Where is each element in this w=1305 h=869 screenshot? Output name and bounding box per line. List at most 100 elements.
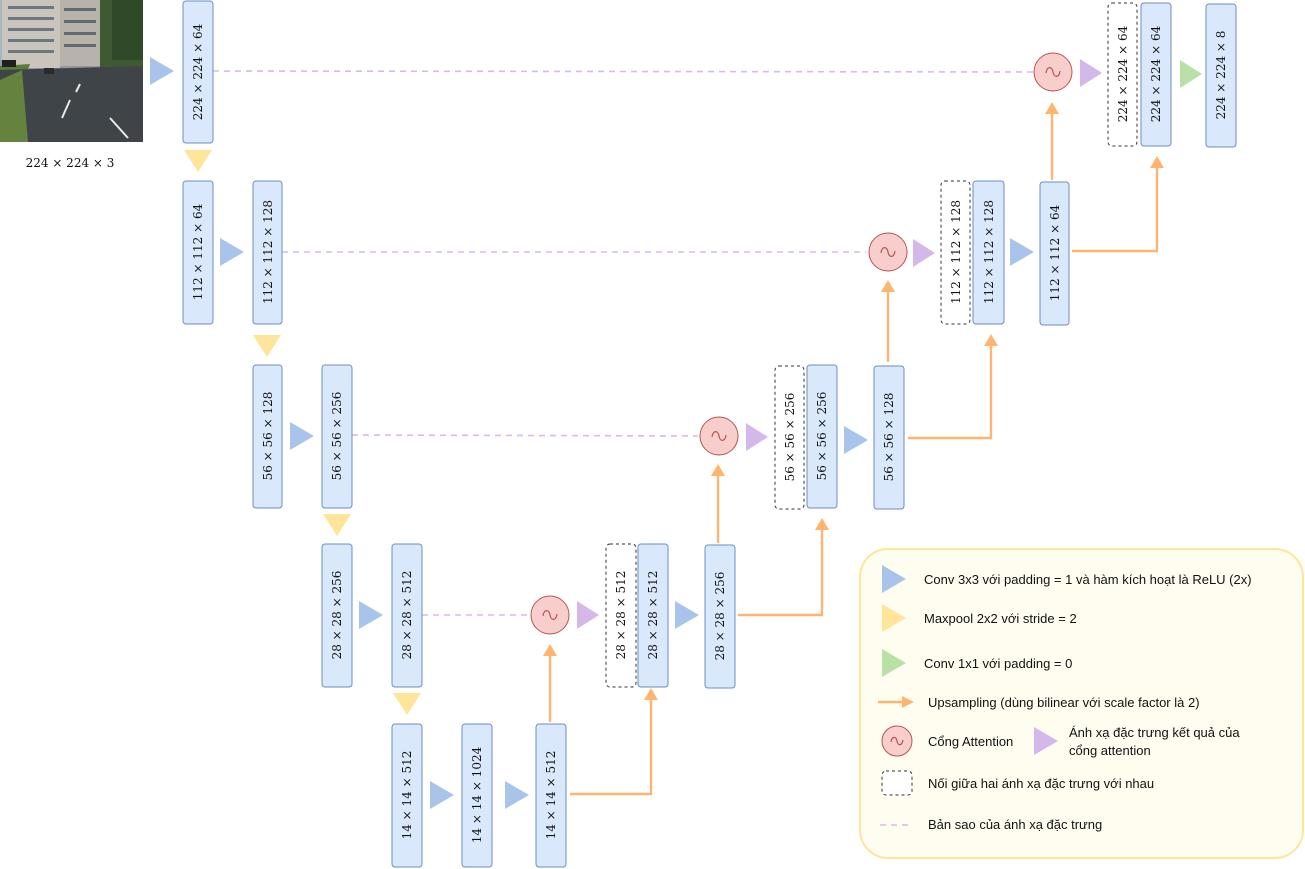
input-size-label: 224 × 224 × 3 bbox=[26, 156, 115, 170]
block-bot1 bbox=[391, 723, 423, 868]
copy-lines bbox=[212, 70, 1034, 616]
block-dec2-out bbox=[1039, 181, 1070, 326]
block-enc3a bbox=[252, 364, 283, 509]
attention-gates bbox=[530, 52, 1102, 635]
attention-gate-level2 bbox=[868, 232, 935, 272]
legend-box bbox=[859, 548, 1304, 859]
block-enc3b-label: 56 × 56 × 256 bbox=[330, 392, 344, 481]
block-enc1 bbox=[182, 0, 214, 144]
block-dec3-copy bbox=[774, 365, 805, 510]
block-enc4a bbox=[321, 543, 353, 688]
block-enc1-label: 224 × 224 × 64 bbox=[191, 23, 205, 120]
conv3x3-arrow bbox=[844, 426, 868, 454]
block-dec2-up bbox=[972, 180, 1005, 325]
block-dec1-copy bbox=[1107, 2, 1138, 147]
block-enc2b-label: 112 × 112 × 128 bbox=[261, 200, 275, 304]
block-enc4a-label: 28 × 28 × 256 bbox=[330, 571, 344, 660]
block-enc2a-label: 112 × 112 × 64 bbox=[191, 203, 205, 300]
block-dec4-copy-label: 28 × 28 × 512 bbox=[614, 571, 628, 660]
legend-attention-output-label-1: Ánh xạ đặc trưng kết quả của bbox=[1069, 725, 1240, 740]
encoder-level2: 112 × 112 × 64 112 × 112 × 128 bbox=[182, 180, 283, 325]
encoder-level4: 28 × 28 × 256 28 × 28 × 512 bbox=[321, 543, 423, 688]
conv3x3-arrow bbox=[150, 57, 174, 85]
block-dec3-up-label: 56 × 56 × 256 bbox=[815, 392, 829, 481]
legend-conv3x3-label: Conv 3x3 với padding = 1 và hàm kích hoạ… bbox=[924, 572, 1252, 587]
legend-conv3x3-icon bbox=[882, 565, 906, 593]
decoder-level3: 56 × 56 × 256 56 × 56 × 256 56 × 56 × 12… bbox=[774, 364, 905, 510]
block-output-label: 224 × 224 × 8 bbox=[1214, 31, 1228, 120]
attention-output-arrow bbox=[913, 239, 935, 267]
block-output bbox=[1205, 3, 1237, 148]
maxpool-arrow bbox=[393, 693, 421, 715]
legend-maxpool-label: Maxpool 2x2 với stride = 2 bbox=[924, 611, 1077, 626]
encoder-level1: 224 × 224 × 64 bbox=[182, 0, 214, 144]
upsample-line-dec3-to-dec2 bbox=[908, 344, 993, 440]
block-bot1-label: 14 × 14 × 512 bbox=[400, 751, 414, 840]
upsample-lines bbox=[543, 102, 1164, 796]
block-dec2-out-label: 112 × 112 × 64 bbox=[1048, 204, 1062, 301]
block-bot3-label: 14 × 14 × 512 bbox=[544, 751, 558, 840]
block-dec3-up bbox=[806, 364, 838, 509]
attention-output-arrow bbox=[1080, 59, 1102, 87]
maxpool-arrow bbox=[253, 335, 281, 357]
decoder-level1: 224 × 224 × 64 224 × 224 × 64 224 × 224 … bbox=[1107, 2, 1237, 148]
copy-line-level1 bbox=[212, 70, 1034, 73]
legend-copy-label: Bản sao của ánh xạ đặc trưng bbox=[928, 817, 1102, 832]
conv3x3-arrow bbox=[1010, 238, 1034, 266]
block-dec1-up-label: 224 × 224 × 64 bbox=[1149, 25, 1163, 122]
block-bot2 bbox=[461, 723, 493, 868]
legend-conv1x1-icon bbox=[882, 649, 906, 677]
block-bot3 bbox=[535, 723, 567, 868]
legend: Conv 3x3 với padding = 1 và hàm kích hoạ… bbox=[859, 548, 1304, 859]
block-bot2-label: 14 × 14 × 1024 bbox=[470, 746, 484, 843]
block-dec2-copy-label: 112 × 112 × 128 bbox=[949, 200, 963, 304]
conv3x3-arrow bbox=[290, 422, 314, 450]
block-dec4-copy bbox=[605, 543, 637, 688]
block-dec4-up bbox=[637, 543, 669, 688]
legend-concat-label: Nối giữa hai ánh xạ đặc trưng với nhau bbox=[928, 776, 1154, 791]
upsample-line-dec4-to-dec3 bbox=[738, 528, 824, 617]
upsample-line-bot-to-dec4 bbox=[570, 698, 653, 796]
decoder-level4: 28 × 28 × 512 28 × 28 × 512 28 × 28 × 25… bbox=[605, 543, 736, 689]
block-dec4-out bbox=[704, 544, 736, 689]
legend-upsample-label: Upsampling (dùng bilinear với scale fact… bbox=[928, 695, 1200, 710]
attention-gate-level4 bbox=[530, 595, 599, 635]
conv3x3-arrow bbox=[505, 781, 529, 809]
block-dec1-up bbox=[1140, 2, 1172, 147]
block-dec3-out-label: 56 × 56 × 128 bbox=[882, 393, 896, 482]
conv1x1-arrow bbox=[1180, 60, 1202, 88]
decoder-level2: 112 × 112 × 128 112 × 112 × 128 112 × 11… bbox=[940, 180, 1070, 326]
attention-output-arrow bbox=[577, 601, 599, 629]
block-dec3-out bbox=[873, 365, 905, 510]
block-enc2a bbox=[182, 180, 214, 325]
block-enc2b bbox=[252, 180, 283, 325]
legend-concat-icon bbox=[881, 770, 913, 796]
conv3x3-arrow bbox=[220, 238, 244, 266]
encoder-level3: 56 × 56 × 128 56 × 56 × 256 bbox=[252, 364, 353, 509]
conv3x3-arrow bbox=[359, 601, 383, 629]
maxpool-arrows bbox=[184, 150, 421, 715]
conv3x3-arrow bbox=[430, 781, 454, 809]
bottleneck: 14 × 14 × 512 14 × 14 × 1024 14 × 14 × 5… bbox=[391, 723, 567, 868]
block-dec2-up-label: 112 × 112 × 128 bbox=[982, 200, 996, 304]
input-image bbox=[0, 0, 143, 142]
attention-gate-level3 bbox=[699, 416, 768, 456]
block-enc3b bbox=[321, 364, 353, 509]
block-dec4-up-label: 28 × 28 × 512 bbox=[646, 571, 660, 660]
legend-attention-gate-label: Cổng Attention bbox=[928, 734, 1013, 749]
block-dec2-copy bbox=[940, 180, 971, 325]
conv3x3-arrows bbox=[150, 57, 1034, 809]
copy-line-level3 bbox=[351, 434, 699, 437]
legend-attention-output-icon bbox=[1034, 727, 1058, 755]
legend-attention-output-label-2: cổng attention bbox=[1069, 743, 1151, 758]
attention-gate-level1 bbox=[1033, 52, 1102, 92]
block-dec4-out-label: 28 × 28 × 256 bbox=[713, 572, 727, 661]
maxpool-arrow bbox=[184, 150, 212, 172]
block-dec1-copy-label: 224 × 224 × 64 bbox=[1116, 25, 1130, 122]
block-enc4b bbox=[391, 543, 423, 688]
block-dec3-copy-label: 56 × 56 × 256 bbox=[783, 393, 797, 482]
upsample-line-dec2-to-dec1 bbox=[1072, 166, 1159, 253]
legend-maxpool-icon bbox=[882, 604, 906, 632]
legend-conv1x1-label: Conv 1x1 với padding = 0 bbox=[924, 656, 1072, 671]
